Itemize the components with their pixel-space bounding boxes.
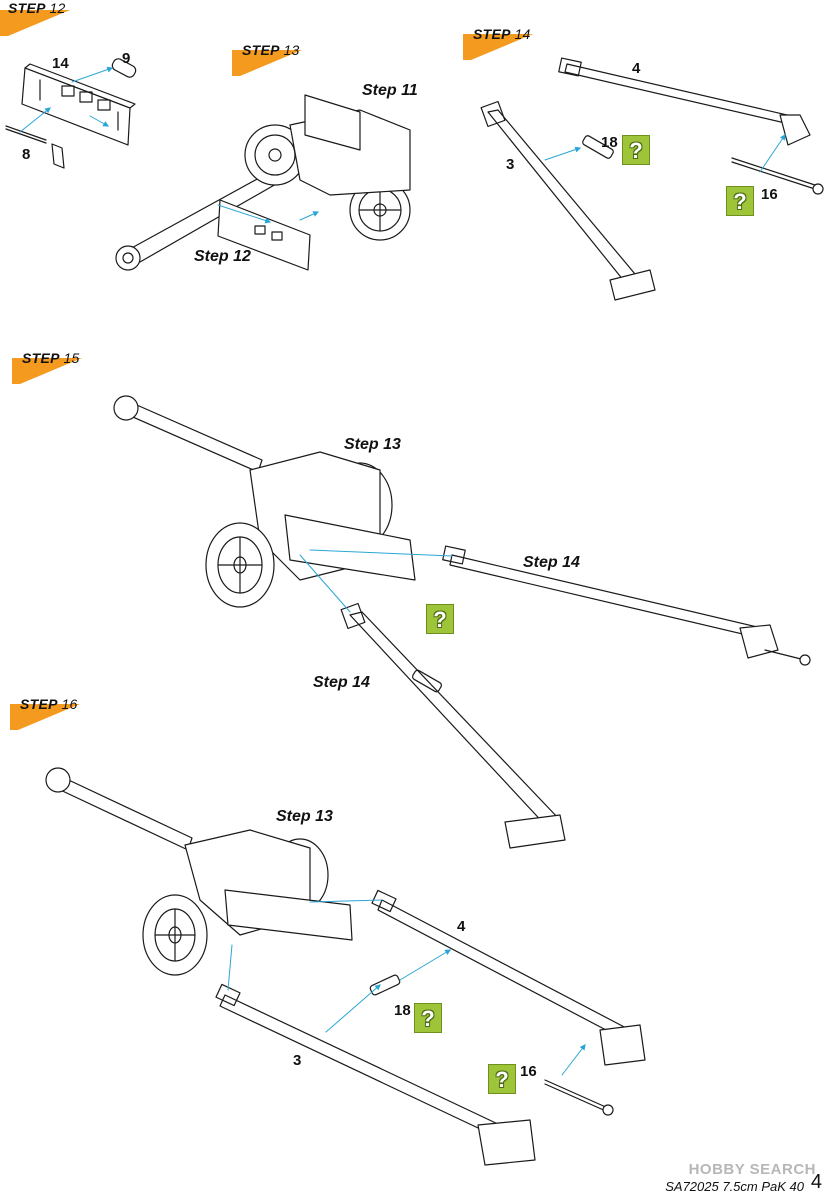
ref-step-13-b: Step 13 bbox=[276, 808, 333, 825]
part-number-9: 9 bbox=[122, 50, 131, 67]
step-14-drawing bbox=[480, 57, 824, 301]
step-12-tab: STEP 12 bbox=[0, 0, 80, 40]
step-12-number: 12 bbox=[49, 0, 66, 16]
question-box-step14-a: ? bbox=[622, 135, 650, 165]
part-number-3-step16: 3 bbox=[293, 1052, 302, 1069]
part-number-16-step14: 16 bbox=[761, 186, 778, 203]
footer-kit-code: SA72025 7.5cm PaK 40 bbox=[665, 1179, 804, 1194]
question-box-step16-a: ? bbox=[414, 1003, 442, 1033]
step-16-number: 16 bbox=[61, 696, 78, 712]
step-14-tab: STEP 14 bbox=[463, 24, 543, 64]
ref-step-12: Step 12 bbox=[194, 248, 251, 265]
step-13-drawing bbox=[115, 94, 411, 271]
step-14-word: STEP bbox=[473, 26, 511, 42]
question-icon: ? bbox=[733, 189, 747, 214]
step-15-drawing bbox=[113, 395, 811, 849]
step-15-tab: STEP 15 bbox=[12, 348, 92, 388]
page-number: 4 bbox=[810, 1171, 822, 1193]
ref-step-14-a: Step 14 bbox=[523, 554, 580, 571]
step-16-drawing bbox=[45, 767, 646, 1166]
ref-step-14-b: Step 14 bbox=[313, 674, 370, 691]
step-13-word: STEP bbox=[242, 42, 280, 58]
assembly-arrows bbox=[19, 66, 786, 1076]
part-number-18-step16: 18 bbox=[394, 1002, 411, 1019]
part-number-3-step14: 3 bbox=[506, 156, 515, 173]
step-16-tab: STEP 16 bbox=[10, 694, 90, 734]
part-number-14: 14 bbox=[52, 55, 69, 72]
part-number-8: 8 bbox=[22, 146, 31, 163]
part-number-4-step14: 4 bbox=[632, 60, 641, 77]
step-15-word: STEP bbox=[22, 350, 60, 366]
step-12-word: STEP bbox=[8, 0, 46, 16]
step-13-number: 13 bbox=[283, 42, 300, 58]
question-icon: ? bbox=[433, 607, 447, 632]
question-icon: ? bbox=[629, 138, 643, 163]
step-15-number: 15 bbox=[63, 350, 80, 366]
part-number-18-step14: 18 bbox=[601, 134, 618, 151]
question-box-step16-b: ? bbox=[488, 1064, 516, 1094]
watermark: HOBBY SEARCH bbox=[688, 1161, 816, 1178]
ref-step-13-a: Step 13 bbox=[344, 436, 401, 453]
question-icon: ? bbox=[495, 1067, 509, 1092]
question-icon: ? bbox=[421, 1006, 435, 1031]
question-box-step15: ? bbox=[426, 604, 454, 634]
part-number-16-step16: 16 bbox=[520, 1063, 537, 1080]
part-number-4-step16: 4 bbox=[457, 918, 466, 935]
step-13-tab: STEP 13 bbox=[232, 40, 312, 80]
question-box-step14-b: ? bbox=[726, 186, 754, 216]
ref-step-11: Step 11 bbox=[362, 82, 418, 99]
step-14-number: 14 bbox=[514, 26, 531, 42]
step-16-word: STEP bbox=[20, 696, 58, 712]
